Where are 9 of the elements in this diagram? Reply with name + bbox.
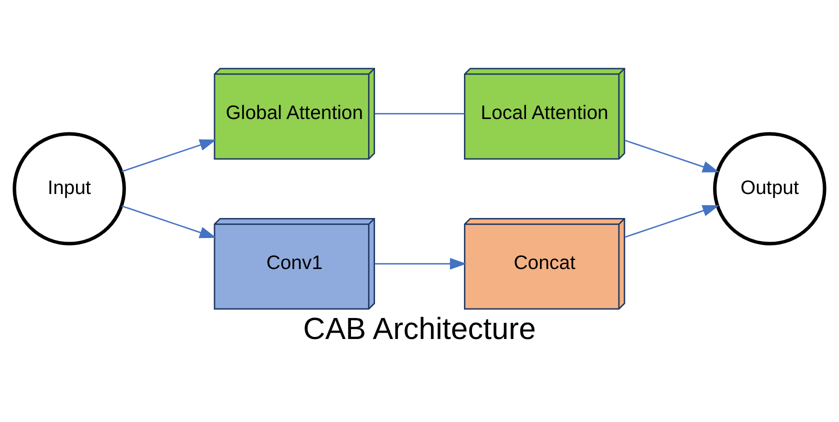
arrow bbox=[121, 139, 216, 172]
arrow bbox=[624, 140, 720, 172]
arrow bbox=[374, 258, 467, 270]
diagram-title: CAB Architecture bbox=[303, 312, 536, 346]
arrow bbox=[121, 205, 216, 238]
node-circle: Output bbox=[713, 132, 826, 246]
arrow bbox=[624, 205, 720, 238]
connector bbox=[374, 113, 465, 114]
node-circle: Input bbox=[12, 132, 126, 246]
